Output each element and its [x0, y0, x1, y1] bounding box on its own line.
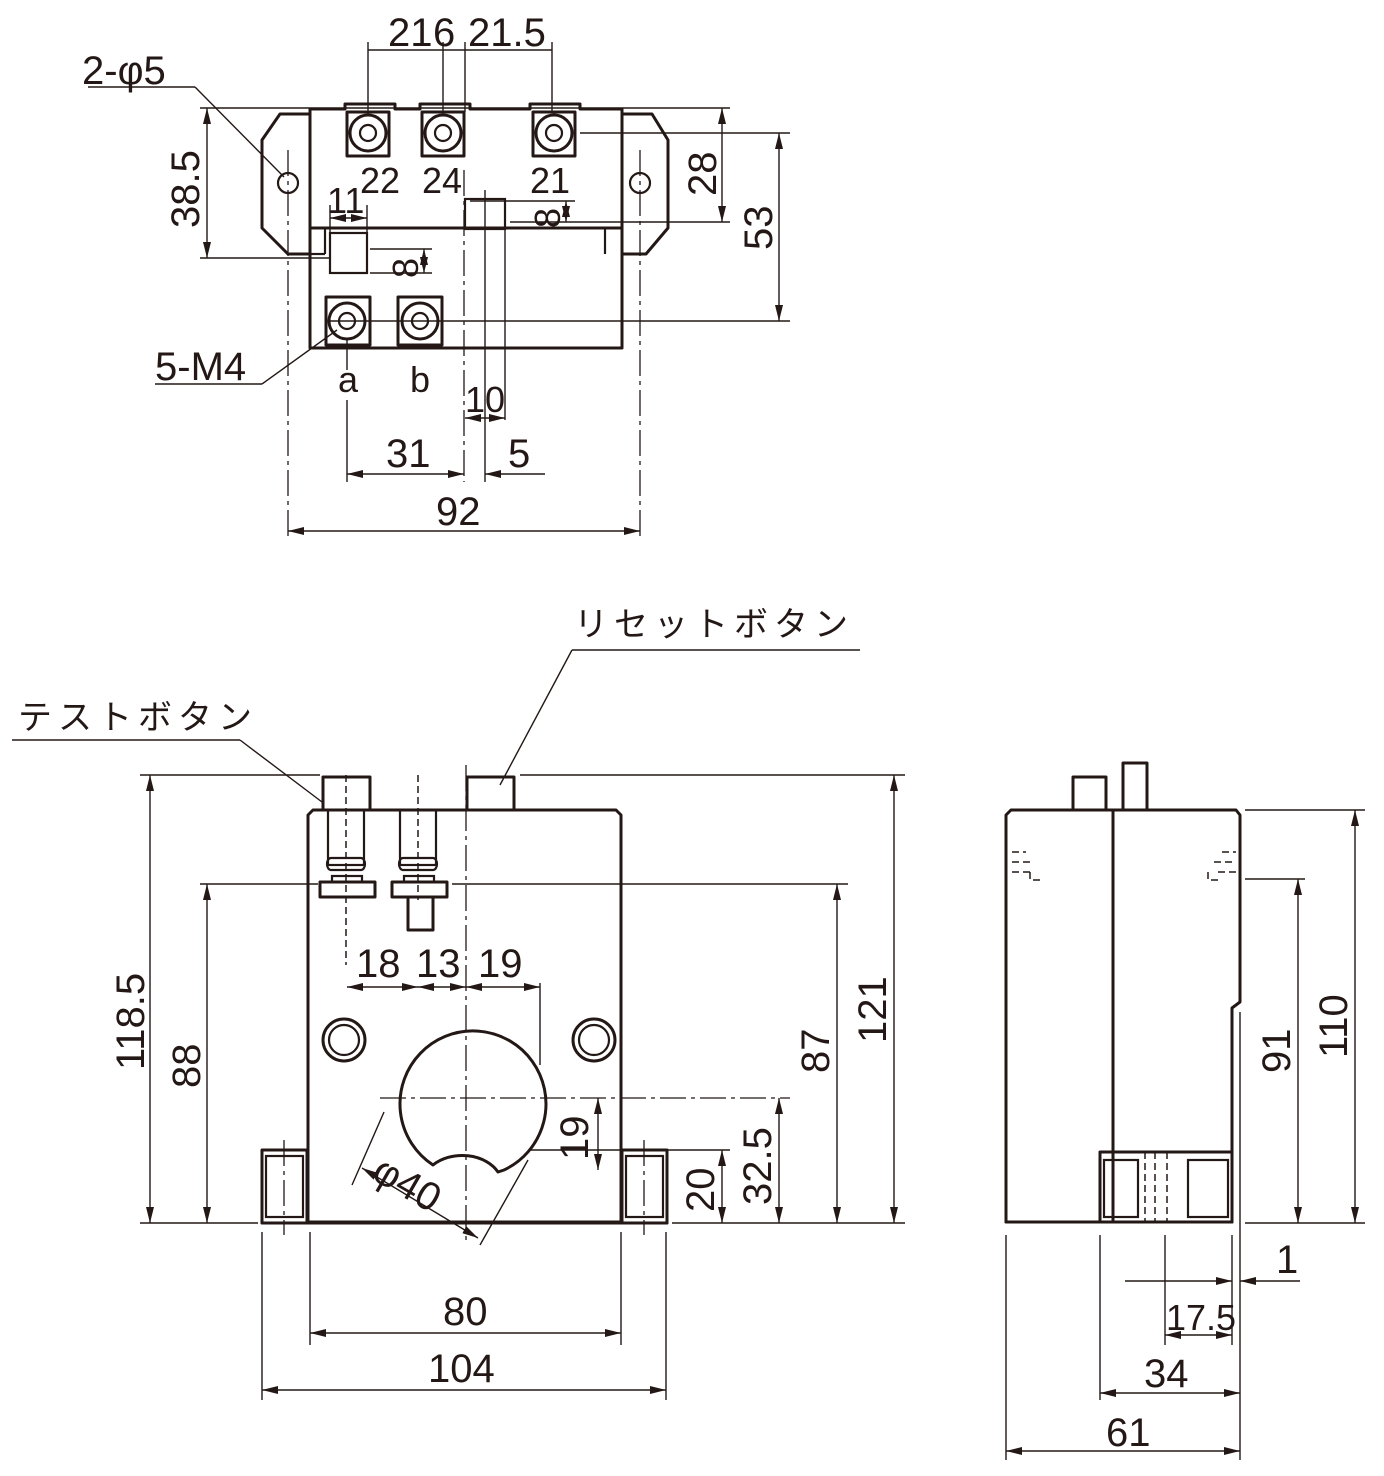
- dim-11: 11: [327, 180, 364, 221]
- terminal-22: 22: [360, 160, 400, 201]
- dim-80: 80: [443, 1290, 488, 1334]
- side-view-dimension-lines: [1005, 809, 1365, 1460]
- dim-121: 121: [851, 976, 895, 1043]
- dim-18: 18: [356, 942, 401, 986]
- dim-88: 88: [165, 1044, 209, 1089]
- dim-92: 92: [436, 490, 481, 534]
- dim-6: 6: [433, 11, 455, 55]
- side-view-body: [1004, 761, 1242, 1224]
- test-button-label: テストボタン: [18, 698, 258, 738]
- dim-31: 31: [386, 432, 431, 476]
- dim-8-lower: 8: [385, 258, 426, 278]
- dim-5: 5: [508, 432, 530, 476]
- front-view: テストボタン リセットボタン 118.5 88 18 13 19 87 121 …: [12, 605, 905, 1400]
- dim-8-upper: 8: [527, 208, 568, 228]
- dim-91: 91: [1255, 1029, 1299, 1074]
- front-view-labels: テストボタン リセットボタン 118.5 88 18 13 19 87 121 …: [18, 605, 895, 1391]
- dim-61: 61: [1106, 1411, 1151, 1455]
- dim-32-5: 32.5: [736, 1127, 780, 1205]
- reset-button-label: リセットボタン: [574, 605, 854, 645]
- dim-10: 10: [465, 379, 505, 420]
- screws-label: 5-M4: [155, 345, 246, 389]
- terminal-24: 24: [422, 160, 462, 201]
- terminal-b: b: [410, 359, 430, 400]
- front-buttons: [318, 775, 516, 965]
- front-view-body: [260, 808, 669, 1225]
- side-view: 91 110 1 17.5 34 61: [1004, 761, 1365, 1460]
- top-view: 2-φ5 5-M4 22 24 21 a b 21 6 21.5 38.5 11…: [82, 11, 790, 540]
- side-view-labels: 91 110 1 17.5 34 61: [1106, 994, 1356, 1455]
- dim-dia-40: φ40: [366, 1148, 449, 1221]
- dim-1: 1: [1276, 1238, 1298, 1282]
- mount-holes-label: 2-φ5: [82, 49, 166, 93]
- dim-20: 20: [679, 1168, 723, 1213]
- dim-118-5: 118.5: [109, 973, 153, 1070]
- top-view-body: [260, 102, 670, 350]
- dim-13: 13: [416, 942, 461, 986]
- dim-19-right: 19: [553, 1116, 597, 1161]
- dim-38-5: 38.5: [164, 150, 208, 228]
- dim-17-5: 17.5: [1166, 1297, 1236, 1338]
- top-view-dimension-lines: [88, 42, 790, 540]
- dim-34: 34: [1144, 1352, 1189, 1396]
- terminal-a: a: [338, 359, 359, 400]
- dim-21-5: 21.5: [468, 11, 546, 55]
- dim-28: 28: [681, 152, 725, 197]
- top-view-labels: 2-φ5 5-M4 22 24 21 a b 21 6 21.5 38.5 11…: [82, 11, 781, 534]
- dim-19-top: 19: [478, 942, 523, 986]
- dim-104: 104: [428, 1347, 495, 1391]
- dim-21: 21: [388, 11, 433, 55]
- front-view-dimension-lines: [12, 649, 905, 1400]
- dim-53: 53: [737, 206, 781, 251]
- dim-87: 87: [794, 1029, 838, 1074]
- dim-110: 110: [1312, 994, 1356, 1058]
- reset-button[interactable]: [465, 775, 516, 812]
- terminal-21: 21: [530, 160, 570, 201]
